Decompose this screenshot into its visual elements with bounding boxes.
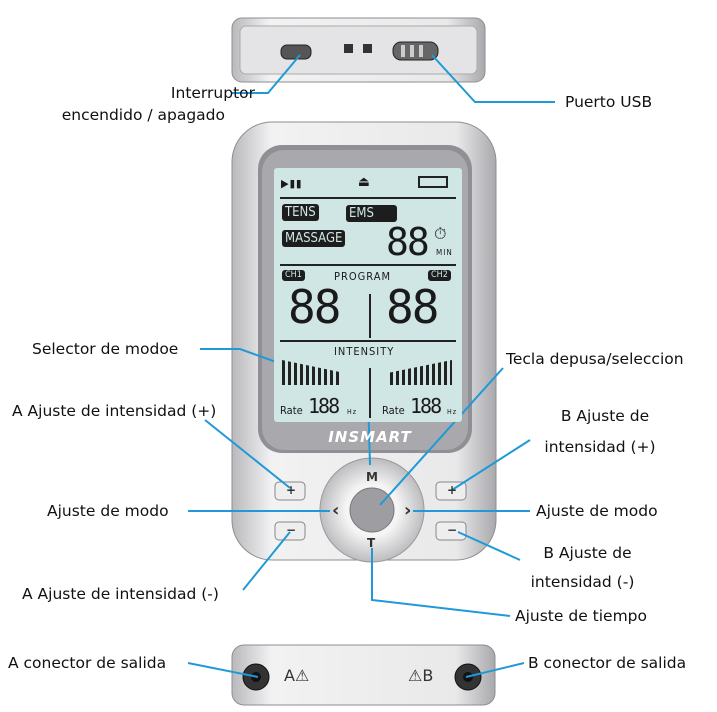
a-plus-key[interactable]: + — [286, 483, 297, 497]
b-output-label: B conector de salida — [528, 654, 687, 672]
ch2-label: CH2 — [428, 270, 451, 281]
a-minus-button — [274, 521, 306, 541]
program-ch1-digits: 88 — [288, 280, 341, 334]
b-intensity-plus-label-2: intensidad (+) — [544, 438, 656, 456]
time-key-label[interactable]: T — [367, 536, 376, 550]
rate-label-ch1: Rate — [280, 404, 303, 417]
usb-port — [392, 41, 439, 61]
timer-unit: MIN — [436, 248, 453, 257]
top-view — [231, 17, 486, 83]
b-plus-key[interactable]: + — [447, 483, 458, 497]
bottom-view — [231, 644, 496, 706]
lcd-screen: ▶▮▮ ⏏ TENS EMS MASSAGE 88 ⏱ MIN CH1 PROG… — [274, 168, 462, 422]
power-switch-label-2: encendido / apagado — [61, 106, 225, 124]
mode-right-key[interactable]: › — [404, 500, 412, 521]
massage-indicator: MASSAGE — [282, 230, 346, 247]
rate-unit-ch1: Hz — [347, 408, 358, 416]
rate-label-ch2: Rate — [382, 404, 405, 417]
usb-port-label: Puerto USB — [565, 93, 653, 111]
leader-lines — [187, 54, 555, 678]
b-intensity-minus-label-2: intensidad (-) — [530, 573, 635, 591]
tens-indicator: TENS — [282, 204, 319, 221]
program-label: PROGRAM — [334, 270, 392, 283]
mode-left-key[interactable]: ‹ — [332, 500, 340, 521]
clock-icon: ⏱ — [434, 224, 448, 243]
a-plus-button — [274, 481, 306, 501]
rate-unit-ch2: Hz — [447, 408, 458, 416]
battery-icon — [418, 176, 448, 188]
time-adjust-label: Ajuste de tiempo — [515, 607, 647, 625]
mode-left-label: Ajuste de modo — [47, 502, 169, 520]
brand-logo: INSMART — [328, 428, 412, 446]
rate-ch2-digits: 188 — [410, 394, 442, 418]
mode-key-label[interactable]: M — [366, 470, 378, 484]
lock-icon: ⏏ — [358, 174, 371, 190]
b-minus-key[interactable]: − — [447, 523, 458, 537]
pause-key-label: Tecla depusa/seleccion — [506, 350, 684, 368]
intensity-label: INTENSITY — [334, 345, 395, 358]
power-switch — [280, 44, 312, 60]
a-intensity-minus-label: A Ajuste de intensidad (-) — [22, 585, 219, 603]
mode-selector-label: Selector de modoe — [32, 340, 179, 358]
ch1-label: CH1 — [282, 270, 305, 281]
ch1-intensity-bars — [282, 360, 342, 385]
b-intensity-plus-label: B Ajuste de — [560, 407, 650, 425]
b-output-marking: ⚠B — [408, 666, 434, 685]
b-minus-button — [435, 521, 467, 541]
ems-indicator: EMS — [346, 205, 397, 222]
mode-right-label: Ajuste de modo — [536, 502, 658, 520]
select-key — [349, 487, 395, 533]
a-output-marking: A⚠ — [284, 666, 310, 685]
power-switch-label: Interruptor — [170, 84, 255, 102]
play-pause-icon: ▶▮▮ — [281, 177, 303, 190]
a-output-label: A conector de salida — [8, 654, 167, 672]
a-minus-key[interactable]: − — [286, 523, 297, 537]
b-intensity-minus-label: B Ajuste de — [543, 544, 632, 562]
timer-digits: 88 — [386, 220, 430, 264]
program-ch2-digits: 88 — [386, 280, 439, 334]
rate-ch1-digits: 188 — [308, 394, 340, 418]
a-intensity-plus-label: A Ajuste de intensidad (+) — [12, 402, 217, 420]
ch2-intensity-bars — [390, 360, 452, 385]
